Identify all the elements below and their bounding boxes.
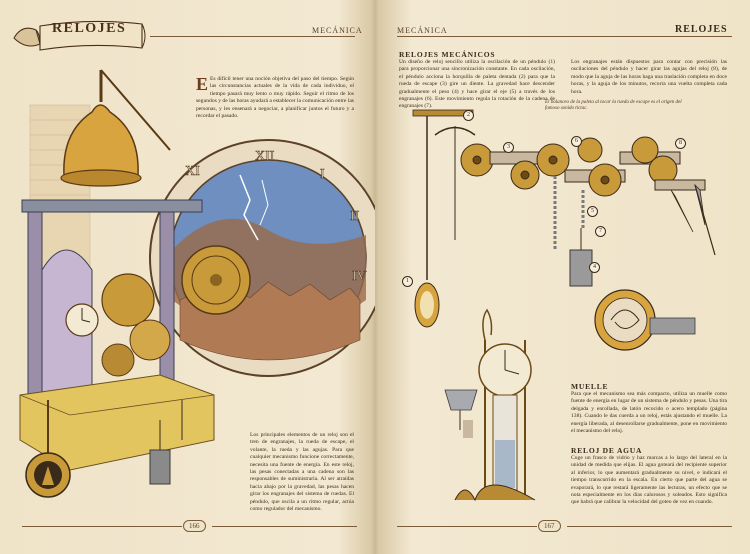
svg-text:XI: XI [185, 164, 200, 179]
label-badge: 1 [402, 276, 413, 287]
label-badge: 3 [503, 142, 514, 153]
mechanism-diagram [412, 109, 716, 502]
footer-rule-left [22, 526, 182, 527]
section-spring-text: Para que el mecanismo sea más compacto, … [571, 391, 727, 435]
title-banner [13, 20, 146, 51]
escapement-caption: El balanceo de la paleta al tocar la rue… [545, 100, 682, 112]
svg-text:I: I [320, 167, 325, 182]
right-page: MECÁNICA RELOJES RELOJES MECÁNICOS Un di… [375, 0, 750, 554]
section-water-title: RELOJ DE AGUA [571, 446, 643, 455]
svg-text:II: II [350, 209, 360, 224]
footer-rule-right [567, 526, 732, 527]
header-rule [397, 36, 732, 37]
svg-text:XII: XII [255, 149, 275, 164]
section-water-text: Cuge un frasco de vidrio y haz marcas a … [571, 455, 727, 506]
label-badge: 2 [463, 110, 474, 121]
section-mechanical-title: RELOJES MECÁNICOS [399, 50, 496, 59]
header-section: MECÁNICA [397, 26, 448, 35]
section-mechanical-text: Un diseño de reloj sencillo utiliza la o… [399, 59, 555, 110]
label-badge: 7 [595, 226, 606, 237]
bottom-paragraph: Los principales elementos de un reloj so… [250, 432, 354, 513]
svg-text:IV: IV [352, 269, 367, 284]
page-number: 167 [538, 520, 561, 532]
dropcap: E [196, 74, 209, 94]
header-rule [150, 36, 355, 37]
page-title: RELOJES [52, 21, 127, 36]
label-badge: 5 [587, 206, 598, 217]
section-mechanical-text2: Los engranajes están dispuestos para con… [571, 59, 727, 95]
clock-illustration: XII I II IV XI [19, 69, 375, 498]
label-badge: 6 [571, 136, 582, 147]
footer-rule-left [397, 526, 537, 527]
section-spring-title: MUELLE [571, 382, 609, 391]
label-badge: 4 [589, 262, 600, 273]
intro-text: Es difícil tener una noción objetiva del… [196, 76, 354, 120]
header-section: MECÁNICA [312, 26, 363, 35]
header-title: RELOJES [675, 24, 728, 35]
page-number: 166 [183, 520, 206, 532]
label-badge: 8 [675, 138, 686, 149]
footer-rule-right [212, 526, 357, 527]
